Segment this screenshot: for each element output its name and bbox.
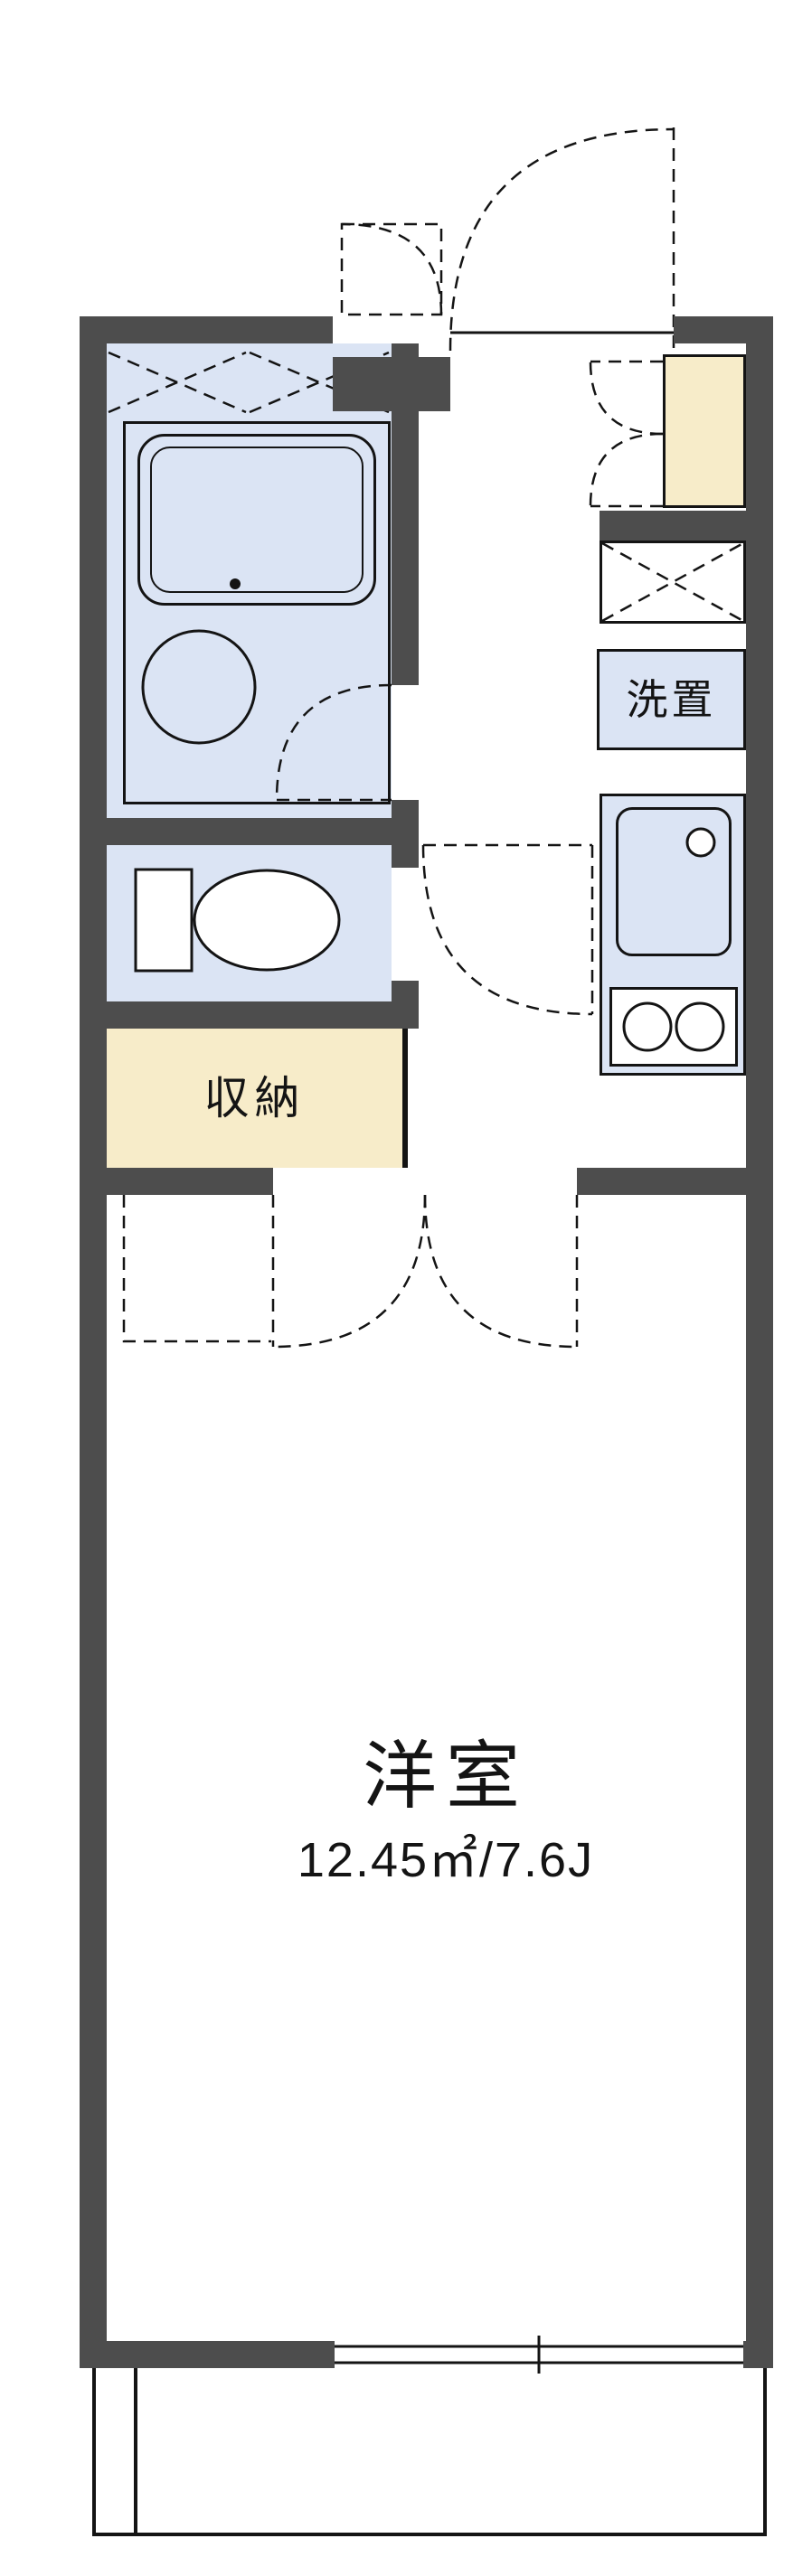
- bath-stool-circle: [141, 629, 257, 745]
- bathroom-top-cross: [108, 351, 390, 414]
- room-door-swing-right: [423, 1194, 578, 1349]
- wall-room-divider-left: [80, 1168, 273, 1195]
- main-room-area-label: 12.45㎡/7.6J: [297, 1833, 595, 1887]
- washer-space-box: [597, 649, 746, 750]
- storage-label: 収納: [203, 1073, 306, 1123]
- wall-bottom-right: [743, 2341, 773, 2368]
- shoe-cabinet: [663, 354, 746, 508]
- unit-bath-box: [123, 421, 391, 804]
- wall-right: [746, 316, 773, 2368]
- kitchen-sink: [616, 807, 732, 956]
- bathtub-outer: [137, 434, 376, 606]
- refrigerator-space-cross: [601, 541, 744, 623]
- hallway-door-leaves: [423, 843, 594, 1014]
- room-door-swing-left: [272, 1194, 427, 1349]
- toilet-tank: [134, 868, 194, 973]
- wall-toilet-right-top: [392, 845, 419, 868]
- washer-space-label: 洗置: [626, 676, 717, 723]
- toilet-bowl: [193, 869, 341, 972]
- meter-box-outline: [340, 222, 443, 316]
- hallway-door-swing: [421, 844, 593, 1016]
- wall-top-right: [674, 316, 773, 343]
- storage-right-partition: [402, 1029, 408, 1168]
- stove-burner-right: [675, 1001, 725, 1052]
- shoe-cabinet-door-leaves: [590, 360, 663, 508]
- wall-bathroom-bottom: [107, 818, 419, 845]
- shoe-cabinet-door-swing-bottom: [589, 432, 664, 507]
- storage-area: [107, 1029, 402, 1168]
- entrance-door-swing: [448, 127, 675, 352]
- wall-bathroom-right-upper: [392, 343, 419, 685]
- sink-faucet-circle: [685, 827, 716, 858]
- balcony-outline: [92, 2368, 767, 2536]
- wall-bottom-left: [80, 2341, 335, 2368]
- wall-kitchen-stub: [600, 511, 746, 541]
- bathroom-door-swing: [275, 683, 392, 801]
- bathtub-drain-dot: [230, 578, 241, 589]
- room-door-leaves: [271, 1195, 579, 1347]
- wall-room-divider-right: [577, 1168, 773, 1195]
- wall-left: [80, 316, 107, 2368]
- main-room-label: 洋室: [362, 1735, 529, 1818]
- stove-burner-left: [622, 1001, 673, 1052]
- wall-toilet-bottom: [107, 1001, 419, 1029]
- wall-top-left: [80, 316, 333, 343]
- shoe-cabinet-door-swing-top: [589, 361, 664, 436]
- bathtub-inner: [150, 447, 364, 593]
- closet-door-projection: [122, 1195, 271, 1343]
- meter-box-door-swing: [341, 222, 443, 315]
